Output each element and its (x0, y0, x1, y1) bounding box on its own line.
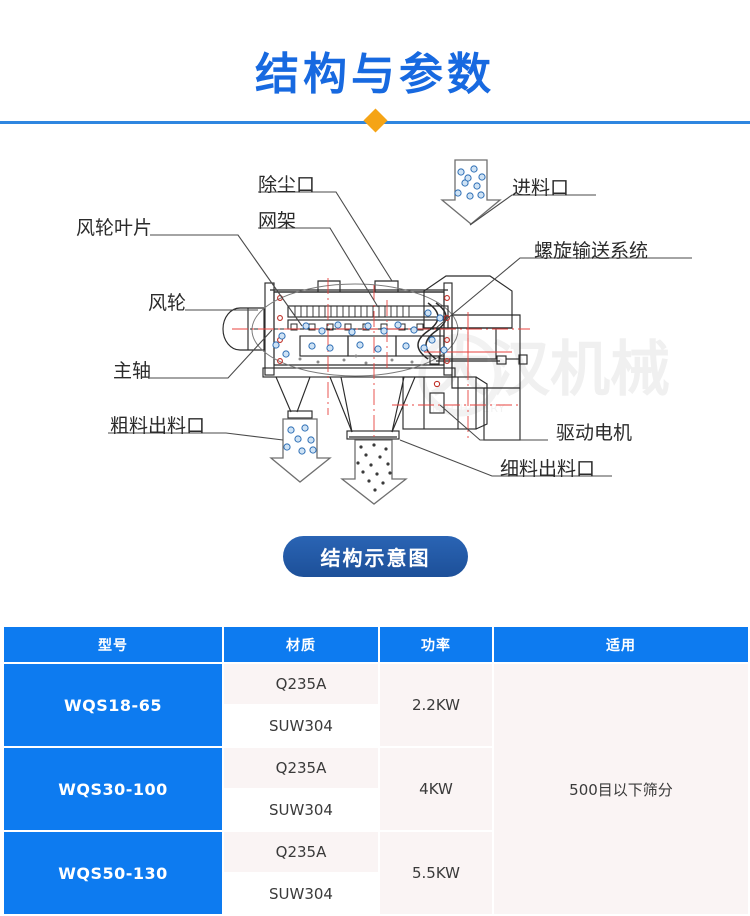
structure-diagram: 大汉机械 MACHINERY (0, 140, 750, 520)
header-material: 材质 (224, 627, 378, 662)
label-dust-outlet: 除尘口 (258, 174, 316, 196)
cell-material: SUW304 (224, 790, 378, 830)
cell-material: Q235A (224, 664, 378, 704)
label-fine-outlet: 细料出料口 (500, 458, 596, 480)
page-title: 结构与参数 (255, 49, 495, 100)
label-leader-lines (108, 191, 692, 477)
diamond-ornament-icon (363, 108, 388, 133)
cell-material: Q235A (224, 748, 378, 788)
table-header-row: 型号 材质 功率 适用 (4, 627, 748, 662)
fine-outlet-arrow-icon (340, 439, 408, 505)
cell-apply: 500目以下筛分 (494, 664, 748, 914)
label-feed-inlet: 进料口 (512, 177, 570, 199)
cell-power: 5.5KW (380, 832, 492, 914)
label-mesh-frame: 网架 (258, 210, 297, 232)
cell-material: SUW304 (224, 706, 378, 746)
table-row: WQS30-100 Q235A 4KW (4, 748, 748, 830)
table-row: WQS50-130 Q235A 5.5KW (4, 832, 748, 914)
label-coarse-outlet: 粗料出料口 (110, 415, 206, 437)
cell-material: SUW304 (224, 874, 378, 914)
feed-arrow-icon (440, 159, 502, 225)
fine-particles (356, 443, 392, 492)
header-apply: 适用 (494, 627, 748, 662)
cell-power: 2.2KW (380, 664, 492, 746)
table-row: SUW304 (4, 706, 748, 746)
cell-model: WQS30-100 (4, 748, 222, 830)
watermark-text: 大汉机械 (430, 335, 670, 405)
cell-model: WQS18-65 (4, 664, 222, 746)
label-impeller-blade: 风轮叶片 (76, 217, 153, 239)
cell-material: Q235A (224, 832, 378, 872)
header-power: 功率 (380, 627, 492, 662)
diagram-caption-button[interactable]: 结构示意图 (283, 536, 468, 577)
table-row: SUW304 (4, 790, 748, 830)
machine-technical-drawing: 大汉机械 MACHINERY (108, 159, 692, 505)
label-drive-motor: 驱动电机 (556, 422, 633, 444)
table-row: WQS18-65 Q235A 2.2KW 500目以下筛分 (4, 664, 748, 914)
cell-model: WQS50-130 (4, 832, 222, 914)
spec-table: 型号 材质 功率 适用 WQS18-65 Q235A 2.2KW 500目以下筛… (2, 625, 750, 916)
label-main-shaft: 主轴 (113, 360, 152, 382)
cell-power: 4KW (380, 748, 492, 830)
header-model: 型号 (4, 627, 222, 662)
label-impeller: 风轮 (148, 292, 187, 314)
label-screw-conveyor: 螺旋输送系统 (534, 240, 649, 262)
